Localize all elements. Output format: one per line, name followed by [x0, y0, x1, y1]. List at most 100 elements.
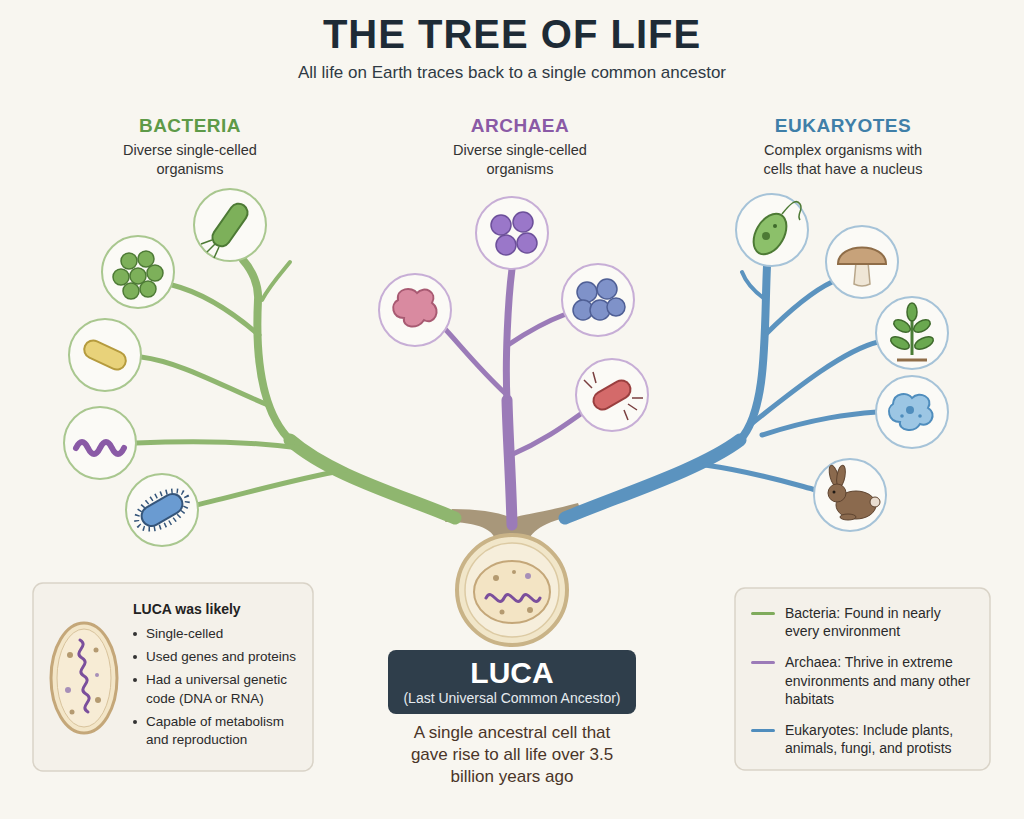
- eukaryote-organism: [828, 484, 846, 502]
- group-heading: ARCHAEA: [400, 114, 640, 139]
- cell-illustration: [95, 697, 101, 703]
- legend-row: Eukaryotes: Include plants, animals, fun…: [751, 721, 976, 757]
- cell-illustration: [70, 710, 75, 715]
- luca-cell: [525, 573, 531, 579]
- archaea-organism: [379, 197, 648, 431]
- panel-frame: [33, 583, 313, 771]
- eukaryote-organism: [736, 194, 948, 531]
- cell-illustration: [67, 652, 73, 658]
- info-box: LUCA was likelySingle-celledUsed genes a…: [33, 583, 313, 771]
- archaea-organism: [513, 212, 533, 232]
- cell-illustration: [95, 673, 99, 677]
- eukaryote-organism: [762, 232, 770, 240]
- luca-cell: [500, 610, 505, 615]
- luca-cell: [493, 575, 499, 581]
- cell-illustration: [51, 623, 117, 733]
- eukaryote-organism: [833, 491, 836, 494]
- eukaryote-organism: [826, 226, 898, 298]
- node-title: LUCA: [470, 657, 553, 689]
- eukaryote-organism: [889, 394, 933, 430]
- bacteria-branch: [141, 357, 268, 405]
- luca-cell: [457, 535, 567, 645]
- eukaryote-organism: [911, 318, 914, 355]
- eukaryote-organism: [870, 497, 880, 507]
- cell-illustration: [65, 687, 71, 693]
- legend-line-sample: [751, 612, 775, 615]
- bacteria-organism: [113, 251, 163, 299]
- eukaryote-organism: [913, 334, 935, 352]
- bacteria-branch: [136, 260, 455, 518]
- eukaryote-organism: [918, 414, 922, 418]
- cell-illustration: [79, 640, 89, 712]
- bacteria-organism: [140, 281, 156, 297]
- eukaryote-branch: [742, 272, 766, 300]
- bullet-item: Capable of metabolism and reproduction: [133, 713, 301, 749]
- legend-line-sample: [751, 661, 775, 664]
- luca-cell: [527, 607, 533, 613]
- archaea-organism: [573, 279, 625, 320]
- bacteria-organism: [138, 251, 154, 267]
- archaea-organism: [576, 359, 648, 431]
- legend-row: Bacteria: Found in nearly every environm…: [751, 604, 976, 640]
- bacteria-organism: [102, 236, 174, 308]
- bacteria-branch: [290, 440, 455, 518]
- archaea-branch: [506, 269, 512, 400]
- archaea-organism: [393, 289, 436, 327]
- eukaryote-organism: [889, 303, 935, 352]
- eukaryote-organism: [814, 459, 886, 531]
- eukaryote-organism: [897, 359, 927, 362]
- group-description: Diverse single-celled organisms: [430, 141, 610, 179]
- legend-row: Archaea: Thrive in extreme environments …: [751, 653, 976, 708]
- eukaryote-branch: [705, 465, 816, 490]
- eukaryote-organism: [773, 224, 777, 228]
- archaea-branch: [511, 413, 582, 455]
- legend-text: Bacteria: Found in nearly every environm…: [785, 604, 975, 640]
- archaea-organism: [597, 279, 617, 299]
- legend-text: Archaea: Thrive in extreme environments …: [785, 653, 975, 708]
- eukaryote-organism: [906, 406, 914, 414]
- archaea-branch: [507, 400, 512, 525]
- archaea-branch: [446, 269, 582, 525]
- luca-description: A single ancestral cell that gave rise t…: [397, 722, 627, 788]
- group-heading: EUKARYOTES: [723, 114, 963, 139]
- bacteria-organism: [209, 200, 251, 250]
- bacteria-branch: [196, 470, 345, 505]
- archaea-organism: [517, 233, 537, 253]
- bacteria-organism: [126, 474, 198, 546]
- eukaryote-organism: [876, 376, 948, 448]
- legend-line-sample: [751, 729, 775, 732]
- archaea-organism: [584, 372, 643, 420]
- bacteria-organism: [64, 189, 266, 546]
- luca-cell: [474, 561, 550, 623]
- eukaryote-branch: [565, 266, 878, 518]
- luca-cell: [486, 595, 540, 602]
- cell-illustration: [57, 629, 111, 727]
- archaea-organism: [476, 197, 548, 269]
- node-subtitle: (Last Universal Common Ancestor): [403, 690, 620, 707]
- group-heading: BACTERIA: [70, 114, 310, 139]
- archaea-organism: [562, 264, 634, 336]
- bacteria-organism: [113, 269, 129, 285]
- eukaryote-organism: [827, 464, 880, 520]
- bacteria-organism: [194, 189, 266, 261]
- group-description: Diverse single-celled organisms: [100, 141, 280, 179]
- eukaryote-organism: [838, 248, 886, 265]
- bacteria-branch: [136, 442, 300, 448]
- bacteria-organism: [138, 490, 186, 529]
- bacteria-organism: [130, 483, 193, 537]
- eukaryote-branch: [762, 412, 877, 435]
- luca-cell: [512, 570, 516, 574]
- archaea-organism: [607, 298, 625, 316]
- archaea-branch: [508, 314, 566, 345]
- eukaryote-organism: [889, 334, 911, 352]
- bacteria-organism: [81, 338, 128, 373]
- eukaryote-organism: [900, 414, 904, 418]
- eukaryote-branch: [765, 282, 832, 335]
- bacteria-organism: [147, 265, 163, 281]
- luca-cell: [465, 543, 559, 637]
- bacteria-branch: [262, 262, 290, 300]
- legend-box: Bacteria: Found in nearly every environm…: [735, 588, 990, 770]
- eukaryote-organism: [747, 208, 793, 260]
